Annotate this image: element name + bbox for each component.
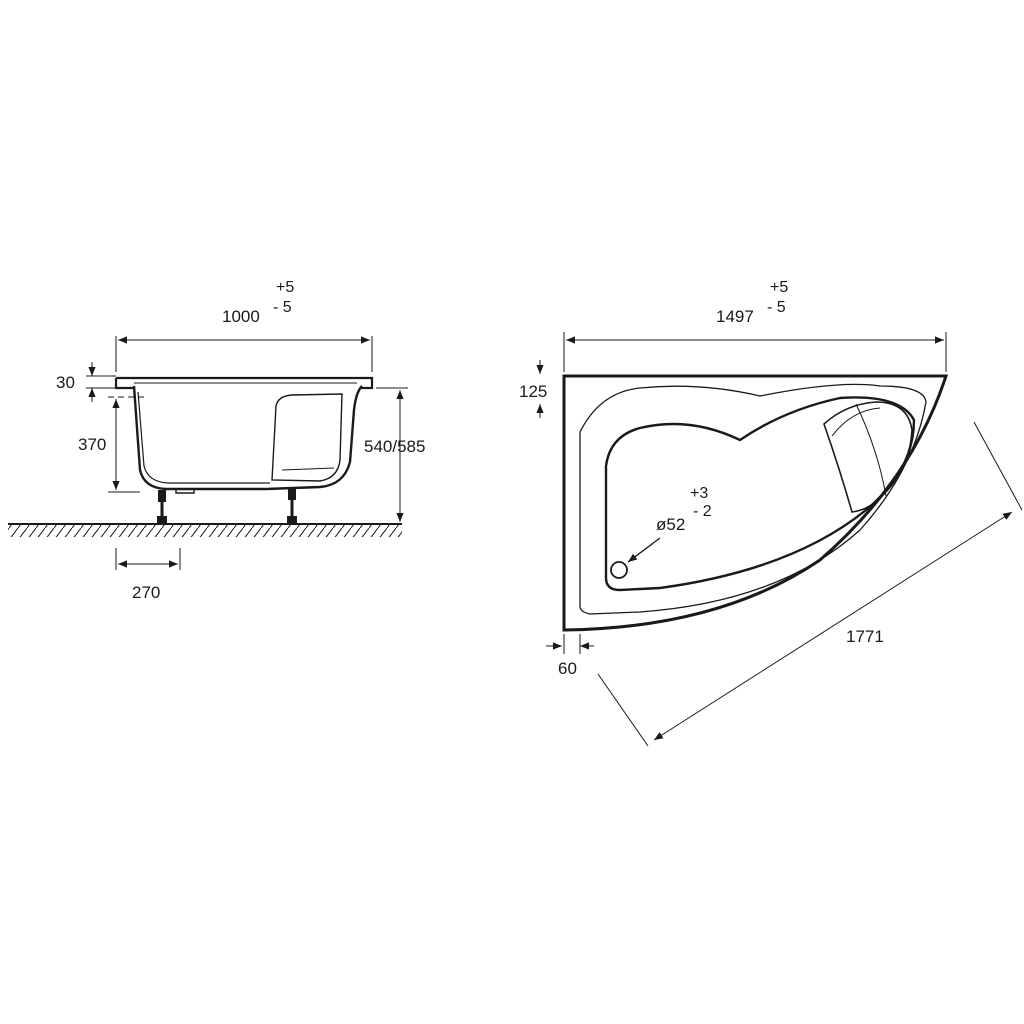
dimension-depth-370: 370 <box>78 396 146 493</box>
top-width-tol-minus: - 5 <box>767 299 786 316</box>
bathtub-side-profile <box>114 376 374 524</box>
side-view: 1000 +5 - 5 30 370 540/585 <box>8 279 425 602</box>
diagonal-value: 1771 <box>846 627 884 646</box>
height-value: 540/585 <box>364 437 425 456</box>
rim-inner-line <box>579 383 927 615</box>
drain-tol-minus: - 2 <box>693 503 712 520</box>
top-view: ø52 +3 - 2 1497 +5 - 5 125 60 <box>519 279 1023 747</box>
leg-left <box>157 490 167 524</box>
dimension-diagonal-1771: 1771 <box>597 421 1023 747</box>
width-tol-minus: - 5 <box>273 299 292 316</box>
drain-diameter: ø52 <box>656 515 685 534</box>
leg-right <box>287 488 297 524</box>
rim-top-value: 125 <box>519 382 547 401</box>
headrest <box>823 401 913 513</box>
dimension-width-1497: 1497 +5 - 5 <box>563 279 947 372</box>
leg-offset-value: 270 <box>132 583 160 602</box>
rim-side-value: 60 <box>558 659 577 678</box>
dimension-rim-60: 60 <box>546 634 594 678</box>
basin-outline <box>604 396 916 592</box>
tub-outline <box>562 374 949 632</box>
rim-value: 30 <box>56 373 75 392</box>
dimension-rim-30: 30 <box>56 362 116 402</box>
floor <box>8 523 402 537</box>
drain-leader <box>627 537 661 563</box>
drain-circle <box>610 561 628 579</box>
drain-tol-plus: +3 <box>690 485 708 502</box>
dimension-width-1000: 1000 +5 - 5 <box>115 279 373 372</box>
width-tol-plus: +5 <box>276 279 294 296</box>
depth-value: 370 <box>78 435 106 454</box>
dimension-height-540-585: 540/585 <box>364 387 425 522</box>
dimension-rim-125: 125 <box>519 360 547 418</box>
top-width-tol-plus: +5 <box>770 279 788 296</box>
top-width-value: 1497 <box>716 307 754 326</box>
dimension-leg-270: 270 <box>115 548 181 602</box>
width-value: 1000 <box>222 307 260 326</box>
